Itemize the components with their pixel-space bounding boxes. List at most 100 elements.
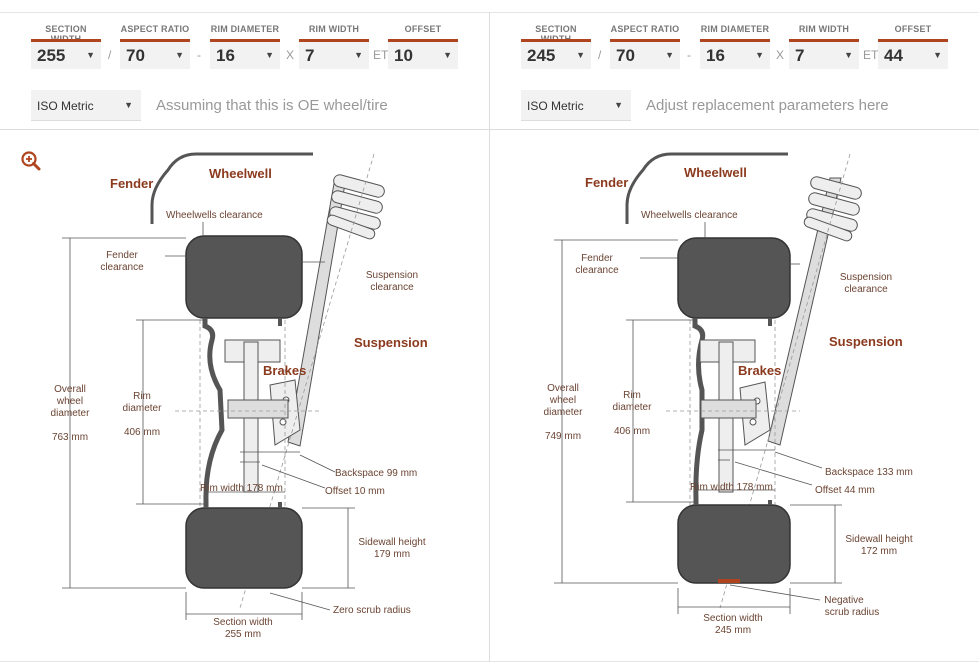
wheelwells-clearance-label: Wheelwells clearance (166, 210, 263, 221)
offset-select[interactable]: 44 ▼ (878, 39, 948, 69)
aspect-ratio-field: ASPECT RATIO 70 ▼ (610, 24, 680, 69)
rim-width-field: RIM WIDTH 7 ▼ (299, 24, 369, 69)
brakes-label: Brakes (738, 363, 781, 378)
offset-select[interactable]: 10 ▼ (388, 39, 458, 69)
hint-text: Adjust replacement parameters here (646, 97, 889, 114)
et-separator: ET (863, 48, 879, 62)
rim-diameter-value: 16 (706, 46, 725, 65)
section-width-label: SECTION WIDTH (45, 24, 87, 44)
unit-select[interactable]: ISO Metric ▼ (31, 90, 141, 121)
rim-diameter-value: 16 (216, 46, 235, 65)
rim-diameter-select[interactable]: 16 ▼ (700, 39, 770, 69)
et-separator: ET (373, 48, 389, 62)
rim-width-select[interactable]: 7 ▼ (299, 39, 369, 69)
unit-select[interactable]: ISO Metric ▼ (521, 90, 631, 121)
rim-width-value: 7 (795, 46, 805, 65)
section-width-select[interactable]: 255 ▼ (31, 39, 101, 69)
section-width-field: SECTION WIDTH 245 ▼ (521, 24, 591, 69)
rim-width-field: RIM WIDTH 7 ▼ (789, 24, 859, 69)
caret-down-icon: ▼ (86, 50, 95, 60)
caret-down-icon: ▼ (265, 50, 274, 60)
backspace-label: Backspace 133 mm (825, 467, 913, 478)
rim-diameter-label: RIM DIAMETER (700, 24, 770, 34)
suspension-label: Suspension (354, 335, 428, 350)
overall-label-3: diameter (544, 407, 584, 418)
section-width-diagram-label-1: Section width (703, 613, 762, 624)
overall-label-2: wheel (56, 396, 83, 407)
section-width-diagram-label-1: Section width (213, 617, 272, 628)
aspect-ratio-field: ASPECT RATIO 70 ▼ (120, 24, 190, 69)
tire-bottom (185, 507, 303, 589)
caret-down-icon: ▼ (124, 100, 133, 110)
hint-text: Assuming that this is OE wheel/tire (156, 97, 388, 114)
oe-tire-panel: SECTION WIDTH 255 ▼ / ASPECT RATIO 70 ▼ … (0, 0, 489, 668)
brakes-label: Brakes (263, 363, 306, 378)
aspect-ratio-value: 70 (126, 46, 145, 65)
replacement-tire-panel: SECTION WIDTH 245 ▼ / ASPECT RATIO 70 ▼ … (490, 0, 979, 668)
scrub-marker (718, 579, 740, 583)
wheel-rim (692, 318, 772, 505)
caret-down-icon: ▼ (844, 50, 853, 60)
fender-clearance-label-1: Fender (581, 253, 613, 264)
offset-field: OFFSET 44 ▼ (878, 24, 948, 69)
offset-label: OFFSET (404, 24, 442, 34)
suspension-clearance-label-2: clearance (370, 282, 414, 293)
rim-width-diagram-label: Rim width 178 mm (200, 483, 283, 494)
aspect-ratio-label: ASPECT RATIO (610, 24, 680, 34)
rim-width-select[interactable]: 7 ▼ (789, 39, 859, 69)
fender-shape (150, 152, 313, 224)
wheel-fitment-diagram: Fender Wheelwell Wheelwells clearance Fe… (51, 152, 428, 640)
suspension-clearance-label-2: clearance (844, 284, 888, 295)
sidewall-label-2: 179 mm (374, 549, 410, 560)
sidewall-label-1: Sidewall height (845, 534, 912, 545)
rim-diameter-label-2: diameter (613, 402, 653, 413)
offset-value: 10 (394, 46, 413, 65)
slash-separator: / (598, 48, 602, 62)
section-width-field: SECTION WIDTH 255 ▼ (31, 24, 101, 69)
overall-label-1: Overall (547, 383, 579, 394)
section-width-label: SECTION WIDTH (535, 24, 577, 44)
offset-value: 44 (884, 46, 903, 65)
section-width-select[interactable]: 245 ▼ (521, 39, 591, 69)
offset-diagram-label: Offset 10 mm (325, 486, 385, 497)
aspect-ratio-label: ASPECT RATIO (120, 24, 190, 34)
section-width-diagram-label-2: 255 mm (225, 629, 261, 640)
tire-top (677, 237, 791, 319)
section-width-diagram-label-2: 245 mm (715, 625, 751, 636)
x-separator: X (286, 48, 295, 62)
rim-diameter-label-2: diameter (123, 403, 163, 414)
aspect-ratio-select[interactable]: 70 ▼ (610, 39, 680, 69)
slash-separator: / (108, 48, 112, 62)
x-separator: X (776, 48, 785, 62)
scrub-radius-label-2: scrub radius (825, 607, 879, 618)
rim-diameter-label-1: Rim (133, 391, 151, 402)
rim-width-value: 7 (305, 46, 315, 65)
wheelwell-label: Wheelwell (684, 165, 747, 180)
unit-value: ISO Metric (37, 99, 94, 113)
overall-value: 749 mm (545, 431, 581, 442)
overall-label-2: wheel (549, 395, 576, 406)
rim-diameter-select[interactable]: 16 ▼ (210, 39, 280, 69)
caret-down-icon: ▼ (933, 50, 942, 60)
caret-down-icon: ▼ (175, 50, 184, 60)
wheel-rim (202, 318, 289, 508)
suspension-clearance-label-1: Suspension (840, 272, 892, 283)
fender-clearance-label-1: Fender (106, 250, 138, 261)
rim-diameter-label-1: Rim (623, 390, 641, 401)
fender-label: Fender (585, 175, 628, 190)
zoom-in-icon[interactable] (20, 150, 42, 172)
suspension-label: Suspension (829, 334, 903, 349)
rim-diameter-value: 406 mm (124, 427, 160, 438)
sidewall-label-1: Sidewall height (358, 537, 425, 548)
aspect-ratio-select[interactable]: 70 ▼ (120, 39, 190, 69)
overall-label-3: diameter (51, 408, 91, 419)
scrub-radius-label-1: Negative (824, 595, 864, 606)
suspension-clearance-label-1: Suspension (366, 270, 418, 281)
caret-down-icon: ▼ (665, 50, 674, 60)
panel-divider (489, 12, 490, 662)
caret-down-icon: ▼ (443, 50, 452, 60)
caret-down-icon: ▼ (614, 100, 623, 110)
caret-down-icon: ▼ (354, 50, 363, 60)
sidewall-label-2: 172 mm (861, 546, 897, 557)
rim-width-label: RIM WIDTH (308, 24, 360, 34)
